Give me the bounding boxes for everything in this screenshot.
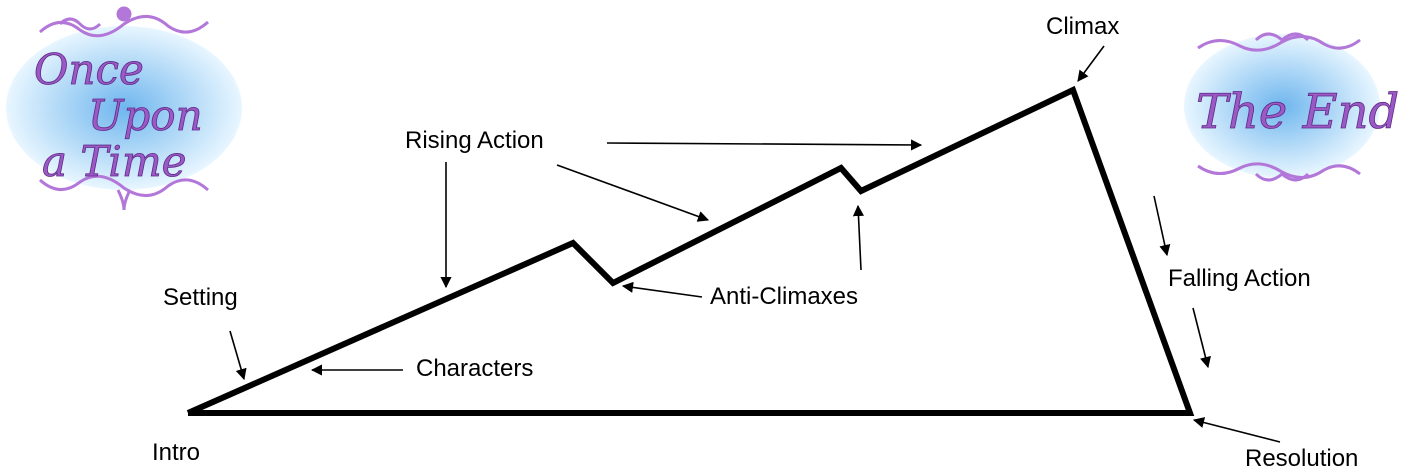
arrow-resolution	[1192, 417, 1281, 443]
plot-line	[186, 85, 1195, 416]
arrow-anti-climax-low	[621, 281, 703, 298]
label-falling-action: Falling Action	[1168, 265, 1311, 292]
ornament-bottom-right	[1197, 162, 1361, 182]
logo-the-end: The End	[1196, 84, 1399, 140]
logo-line-upon: Upon	[88, 91, 203, 140]
arrow-falling-action-lower	[1192, 307, 1211, 369]
arrow-rising-action-right	[606, 139, 923, 151]
arrow-climax	[1077, 45, 1105, 82]
label-intro: Intro	[152, 439, 200, 466]
once-upon-a-time-logo: Once Upon a Time	[6, 6, 242, 211]
logo-line-once: Once	[34, 45, 144, 94]
logo-line-a-time: a Time	[42, 137, 187, 186]
label-climax: Climax	[1046, 13, 1119, 40]
arrow-anti-climax-high	[852, 204, 865, 271]
arrow-falling-action-upper	[1153, 195, 1171, 257]
label-characters: Characters	[416, 355, 533, 382]
label-anti-climaxes: Anti-Climaxes	[710, 283, 858, 310]
label-setting: Setting	[163, 284, 238, 311]
label-rising-action: Rising Action	[405, 127, 544, 154]
arrow-setting	[229, 330, 247, 381]
arrow-rising-action-diagonal	[556, 164, 710, 222]
ornament-top-right	[1197, 32, 1361, 52]
the-end-logo: The End	[1184, 32, 1400, 182]
ornament-top-left	[38, 6, 210, 38]
ornament-bottom-left	[38, 174, 210, 211]
label-resolution: Resolution	[1245, 445, 1358, 472]
